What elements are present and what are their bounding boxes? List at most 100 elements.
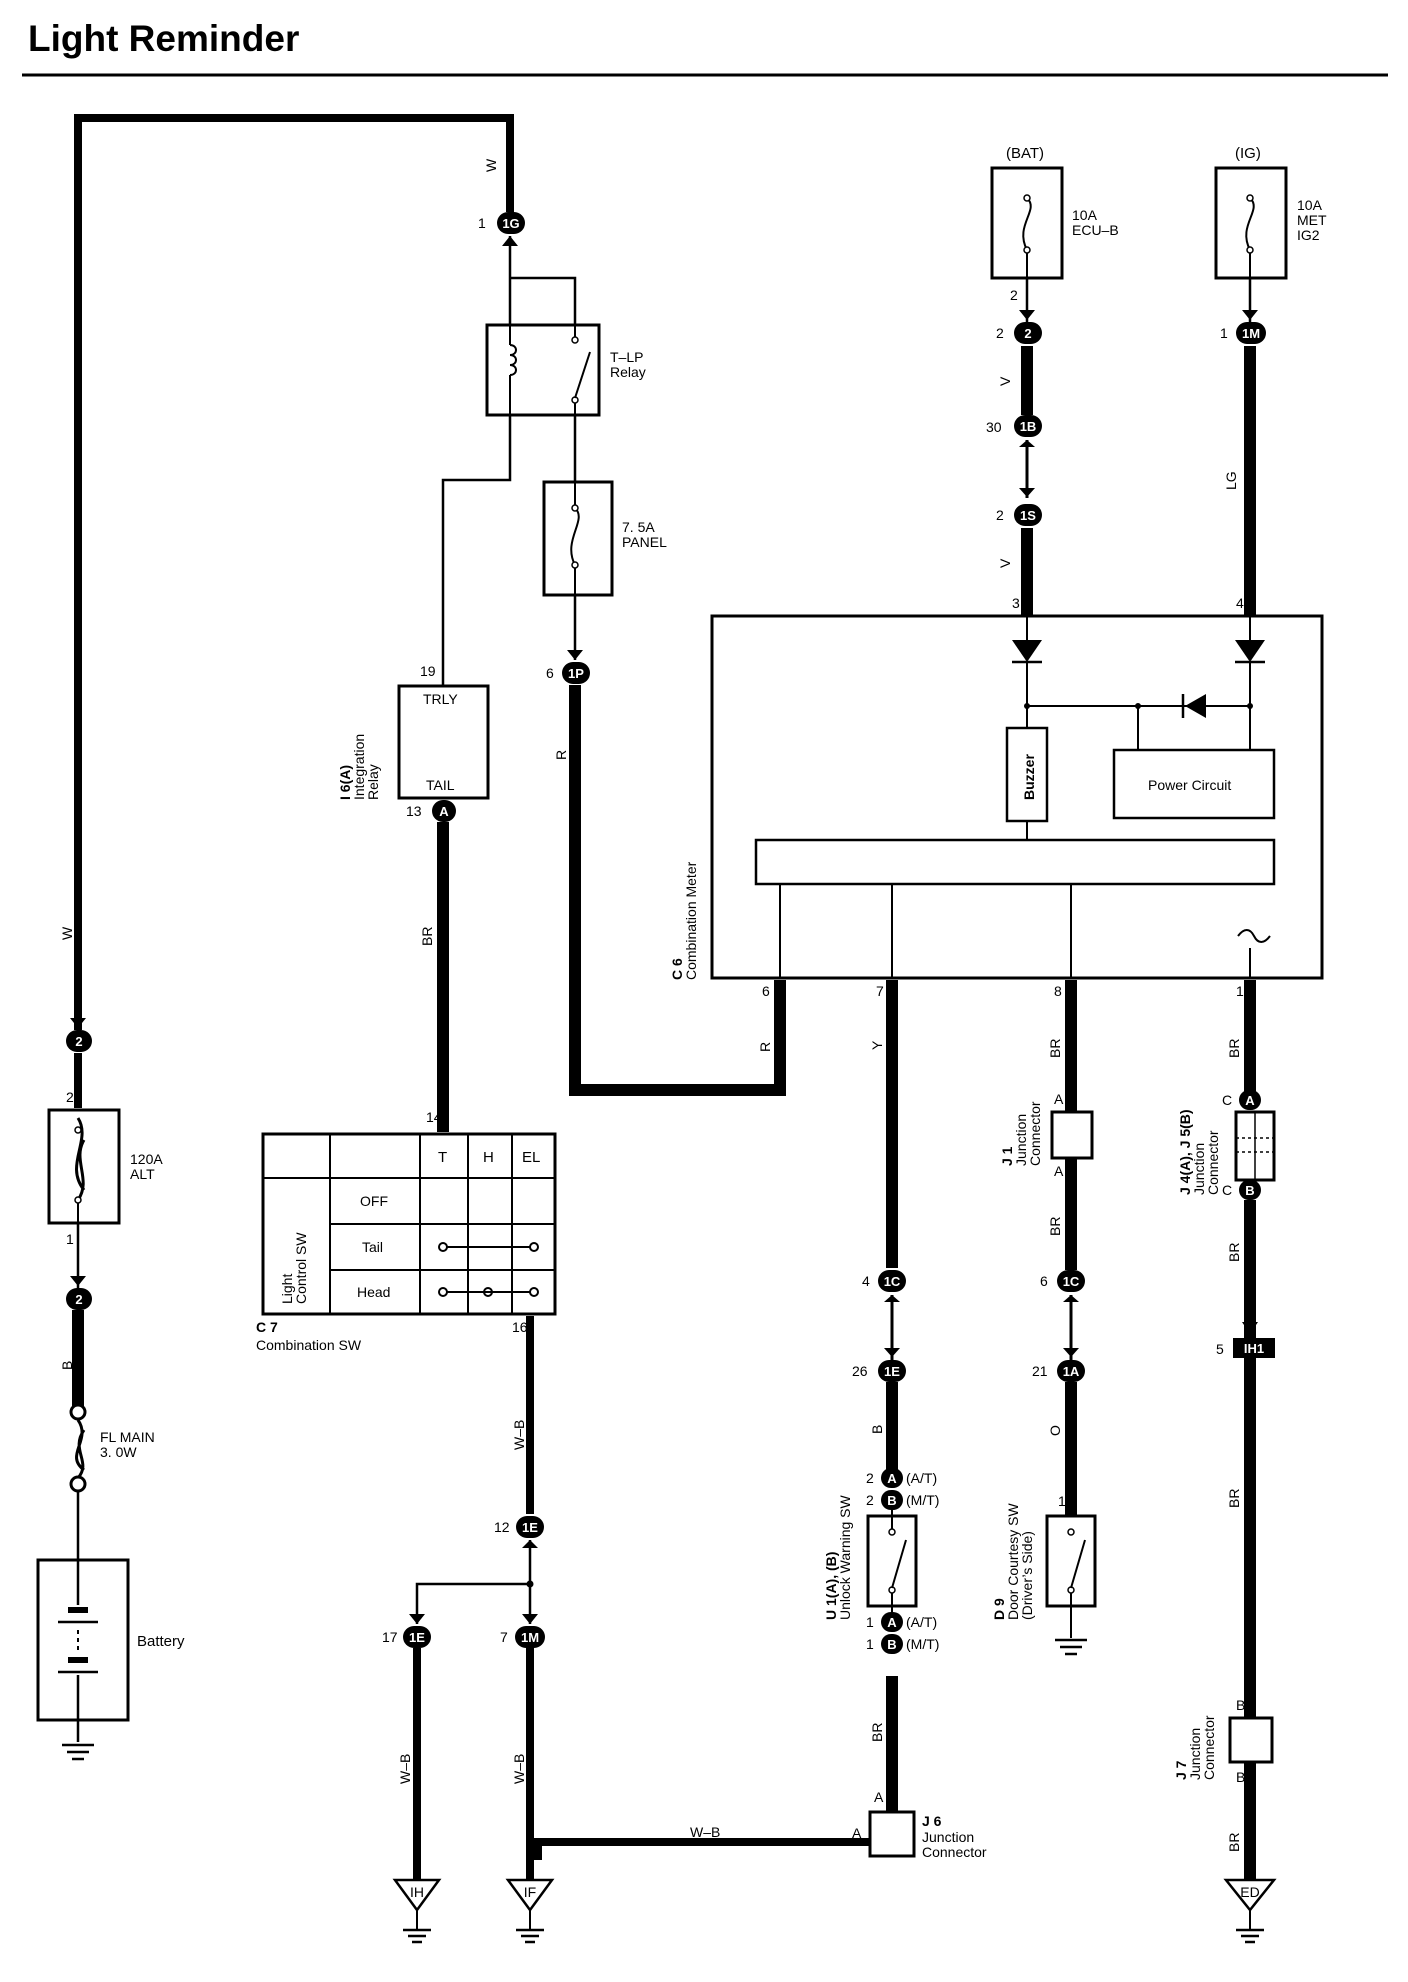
pin-8: 8 xyxy=(1054,983,1062,999)
sw-col-t: T xyxy=(438,1149,447,1166)
pin-1-ig: 1 xyxy=(1220,325,1228,341)
pin-mt-2: (M/T) xyxy=(906,1636,939,1652)
sw-row-head: Head xyxy=(357,1284,390,1300)
pin-30: 30 xyxy=(986,419,1002,435)
j4-j5-id: J 4(A), J 5(B) xyxy=(1177,1109,1193,1195)
connector-1c-br: 1C xyxy=(1057,1270,1085,1292)
svg-text:IH1: IH1 xyxy=(1244,1341,1264,1356)
svg-text:1E: 1E xyxy=(409,1630,425,1645)
pin-j6-a-left: A xyxy=(852,1825,862,1841)
wire-label-w-b-3: W–B xyxy=(511,1754,527,1784)
wire-label-w-b-4: W–B xyxy=(690,1824,720,1840)
j1-id: J 1 xyxy=(999,1146,1015,1166)
wire-label-br-right: BR xyxy=(1226,1489,1242,1508)
svg-text:1A: 1A xyxy=(1063,1364,1080,1379)
connector-2-alt-top: 2 xyxy=(66,1030,92,1052)
pin-26: 26 xyxy=(852,1363,868,1379)
wire-label-r-2: R xyxy=(757,1042,773,1052)
tlp-relay xyxy=(485,323,601,417)
ground-if xyxy=(505,1878,555,1944)
svg-text:2: 2 xyxy=(1024,326,1031,341)
integration-relay-tail: TAIL xyxy=(426,777,455,793)
d9-id: D 9 xyxy=(991,1598,1007,1620)
svg-text:B: B xyxy=(1245,1183,1254,1198)
pin-j1-a-bot: A xyxy=(1054,1163,1064,1179)
pin-12: 12 xyxy=(494,1519,510,1535)
pin-alt-1: 1 xyxy=(66,1231,74,1247)
page-title: Light Reminder xyxy=(28,18,300,59)
ground-ih-label: IH xyxy=(410,1884,424,1900)
pin-j6-a-top: A xyxy=(874,1789,884,1805)
j7-connector xyxy=(1228,1716,1274,1764)
ground-if-label: IF xyxy=(524,1884,536,1900)
svg-text:1C: 1C xyxy=(884,1274,901,1289)
svg-text:B: B xyxy=(887,1493,896,1508)
wire-label-br-j1: BR xyxy=(1047,1217,1063,1236)
pin-3: 3 xyxy=(1012,595,1020,611)
connector-1m: 1M xyxy=(1236,322,1266,344)
wire-label-v-1: V xyxy=(997,376,1013,386)
u1-id: U 1(A), (B) xyxy=(823,1552,839,1620)
fuse-met-ig2 xyxy=(1214,166,1288,280)
pin-u-1a: 1 xyxy=(866,1614,874,1630)
pin-bat-2: 2 xyxy=(1010,287,1018,303)
combination-sw-name: Combination SW xyxy=(256,1337,362,1353)
svg-text:A: A xyxy=(887,1471,897,1486)
connector-u-b2: B xyxy=(881,1634,903,1654)
wire-label-lg: LG xyxy=(1223,471,1239,490)
pin-u-2b: 2 xyxy=(866,1492,874,1508)
ground-ed xyxy=(1223,1878,1277,1944)
ground-ed-label: ED xyxy=(1240,1884,1259,1900)
wire-label-y: Y xyxy=(869,1040,885,1050)
pin-u-1b: 1 xyxy=(866,1636,874,1652)
connector-j5-a: A xyxy=(1239,1090,1261,1110)
svg-text:A: A xyxy=(887,1615,897,1630)
connector-1a: 1A xyxy=(1057,1360,1085,1382)
svg-text:B: B xyxy=(887,1637,896,1652)
integration-relay xyxy=(397,684,490,800)
fuse-panel xyxy=(542,480,614,597)
pin-13: 13 xyxy=(406,803,422,819)
wire-w-b xyxy=(413,1316,870,1880)
wire-label-w-b-2: W–B xyxy=(397,1754,413,1784)
pin-c-bot: C xyxy=(1222,1182,1232,1198)
pin-j1-a-top: A xyxy=(1054,1091,1064,1107)
pin-2-conn: 2 xyxy=(996,325,1004,341)
j6-connector xyxy=(868,1810,916,1858)
sw-col-el: EL xyxy=(522,1149,540,1166)
light-control-sw-label: LightControl SW xyxy=(279,1232,309,1304)
sw-row-tail: Tail xyxy=(362,1239,383,1255)
connector-1b: 1B xyxy=(1014,415,1042,437)
integration-relay-id: I 6(A) xyxy=(337,765,353,800)
svg-text:1E: 1E xyxy=(522,1520,538,1535)
pin-j7-b-bot: B xyxy=(1236,1769,1245,1785)
battery-label: Battery xyxy=(137,1633,185,1650)
connector-a13: A xyxy=(432,800,456,822)
wire-label-br-u1: BR xyxy=(869,1723,885,1742)
sw-col-h: H xyxy=(483,1149,494,1166)
svg-text:1C: 1C xyxy=(1063,1274,1080,1289)
connector-1m-7: 1M xyxy=(515,1626,545,1648)
wire-label-w-top: W xyxy=(483,158,499,172)
combination-meter-id: C 6 xyxy=(669,958,685,980)
svg-text:A: A xyxy=(439,804,449,819)
ig-label: (IG) xyxy=(1235,145,1261,162)
svg-text:1B: 1B xyxy=(1020,419,1037,434)
wire-label-o: O xyxy=(1047,1425,1063,1436)
pin-16: 16 xyxy=(512,1319,528,1335)
pin-5: 5 xyxy=(1216,1341,1224,1357)
pin-6-1c: 6 xyxy=(1040,1273,1048,1289)
pin-at-1: (A/T) xyxy=(906,1470,937,1486)
connector-u-b1: B xyxy=(881,1490,903,1510)
pin-1-meter: 1 xyxy=(1236,983,1244,999)
pin-4: 4 xyxy=(1236,595,1244,611)
ground-ih xyxy=(392,1878,442,1944)
connector-2-alt-bot: 2 xyxy=(66,1288,92,1310)
wire-r xyxy=(569,685,786,1096)
j4-j5-name: JunctionConnector xyxy=(1191,1130,1221,1195)
combination-sw-id: C 7 xyxy=(256,1319,278,1335)
